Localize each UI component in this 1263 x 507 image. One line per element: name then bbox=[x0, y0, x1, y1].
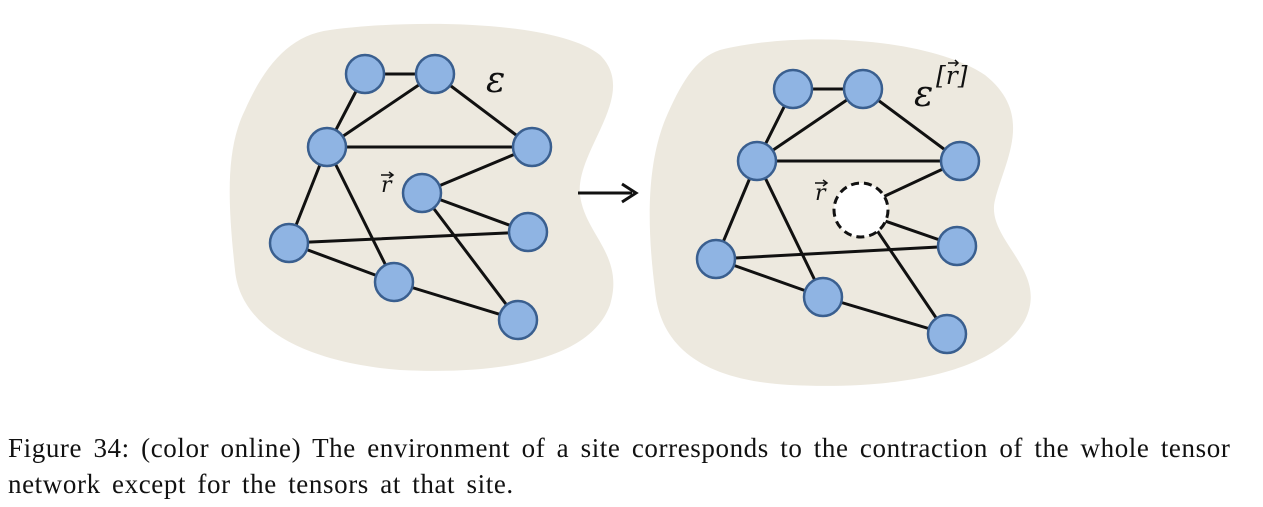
edge bbox=[872, 224, 949, 336]
left-site-label: r bbox=[381, 171, 395, 198]
left-site-label-text: r bbox=[381, 173, 393, 198]
vector-arrowhead-icon bbox=[822, 179, 829, 187]
right-environment-label-text: ε bbox=[914, 74, 933, 115]
tensor-node bbox=[373, 261, 415, 303]
tensor-network-figure: ε r bbox=[229, 23, 1031, 386]
left-environment-label: ε bbox=[486, 60, 505, 101]
removed-site-hole bbox=[832, 181, 890, 239]
transition-arrow-icon bbox=[578, 182, 639, 204]
edge bbox=[821, 295, 949, 336]
right-site-label-text: r bbox=[815, 181, 827, 206]
edge bbox=[714, 244, 959, 261]
tensor-node bbox=[268, 222, 310, 264]
edge bbox=[325, 145, 396, 284]
left-panel: ε r bbox=[229, 23, 614, 371]
caption-label: Figure 34: bbox=[8, 433, 130, 463]
vector-arrowhead-icon bbox=[954, 59, 960, 67]
figure-caption: Figure 34: (color online) The environmen… bbox=[8, 430, 1253, 502]
edge bbox=[420, 191, 520, 322]
edge bbox=[755, 159, 825, 299]
right-environment-superscript: [r] bbox=[936, 61, 968, 90]
edge bbox=[755, 87, 865, 163]
tensor-node bbox=[306, 126, 348, 168]
tensor-node bbox=[497, 299, 539, 341]
tensor-node bbox=[939, 140, 981, 182]
caption-text: (color online) The environment of a site… bbox=[8, 433, 1231, 499]
tensor-node bbox=[736, 140, 778, 182]
right-environment-label: ε [r] bbox=[914, 59, 968, 115]
tensor-node bbox=[507, 211, 549, 253]
edge bbox=[325, 72, 437, 149]
tensor-node bbox=[802, 276, 844, 318]
vector-arrowhead-icon bbox=[388, 171, 395, 179]
tensor-node bbox=[772, 68, 814, 110]
edge bbox=[287, 230, 530, 245]
tensor-node bbox=[695, 238, 737, 280]
right-site-label: r bbox=[815, 179, 829, 206]
edge bbox=[392, 280, 520, 322]
tensor-node bbox=[344, 53, 386, 95]
site-r-node bbox=[401, 172, 443, 214]
tensor-node bbox=[511, 126, 553, 168]
tensor-node bbox=[936, 225, 978, 267]
tensor-node bbox=[926, 313, 968, 355]
tensor-node bbox=[414, 53, 456, 95]
right-panel: ε [r] r bbox=[649, 39, 1031, 386]
tensor-node bbox=[842, 68, 884, 110]
